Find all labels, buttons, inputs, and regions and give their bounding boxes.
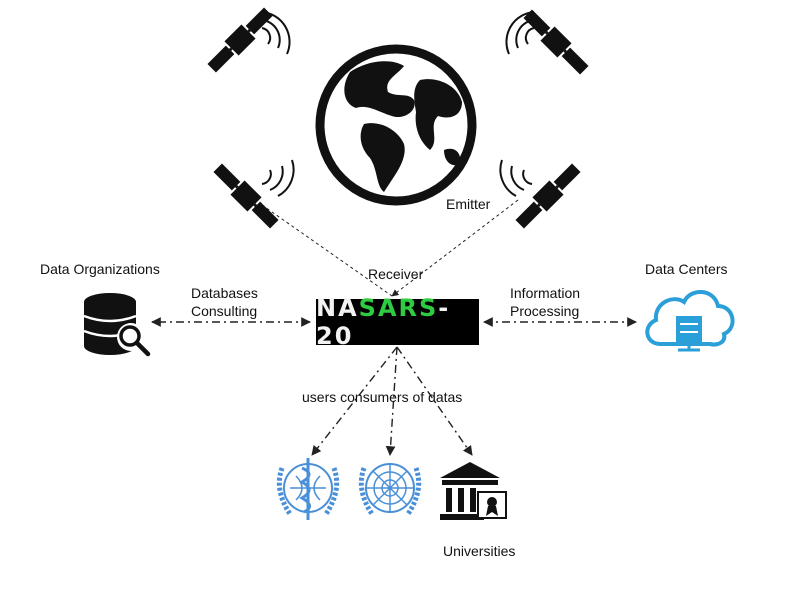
connectors-dashdot <box>151 317 637 456</box>
globe-icon <box>315 44 477 206</box>
university-icon <box>440 462 507 520</box>
connectors <box>261 199 519 297</box>
label-processing: Processing <box>510 303 580 319</box>
label-emitter: Emitter <box>446 196 491 212</box>
database-search-icon <box>83 293 151 357</box>
logo-part-na: NA <box>316 294 359 322</box>
satellite-icon <box>519 5 593 79</box>
connector-sat-right-receiver <box>391 199 519 297</box>
label-consulting: Consulting <box>191 303 258 319</box>
logo-part-20: - 20 <box>316 294 451 350</box>
logo-text: NASARS- 20 <box>316 294 479 350</box>
label-universities: Universities <box>443 543 516 559</box>
un-emblem-icon <box>358 463 422 516</box>
connector-university <box>396 346 473 456</box>
satellite-signal-icon <box>261 159 295 197</box>
label-data-centers: Data Centers <box>645 261 728 277</box>
satellite-signal-icon <box>505 11 535 55</box>
label-receiver: Receiver <box>368 266 424 282</box>
connector-sat-left-receiver <box>261 204 393 297</box>
connector-who <box>311 346 398 456</box>
label-data-organizations: Data Organizations <box>40 261 160 277</box>
nasars-logo: NASARS- 20 <box>316 294 479 350</box>
label-information: Information <box>510 285 581 301</box>
satellite-icon <box>203 3 277 77</box>
label-databases: Databases <box>191 285 258 301</box>
logo-part-sars: SARS <box>358 294 439 322</box>
satellite-signal-icon <box>261 11 291 55</box>
label-users-consumers: users consumers of datas <box>302 389 463 405</box>
who-emblem-icon <box>276 458 340 520</box>
connector-un <box>385 346 398 456</box>
cloud-server-icon <box>645 290 735 352</box>
satellite-signal-icon <box>499 159 533 197</box>
